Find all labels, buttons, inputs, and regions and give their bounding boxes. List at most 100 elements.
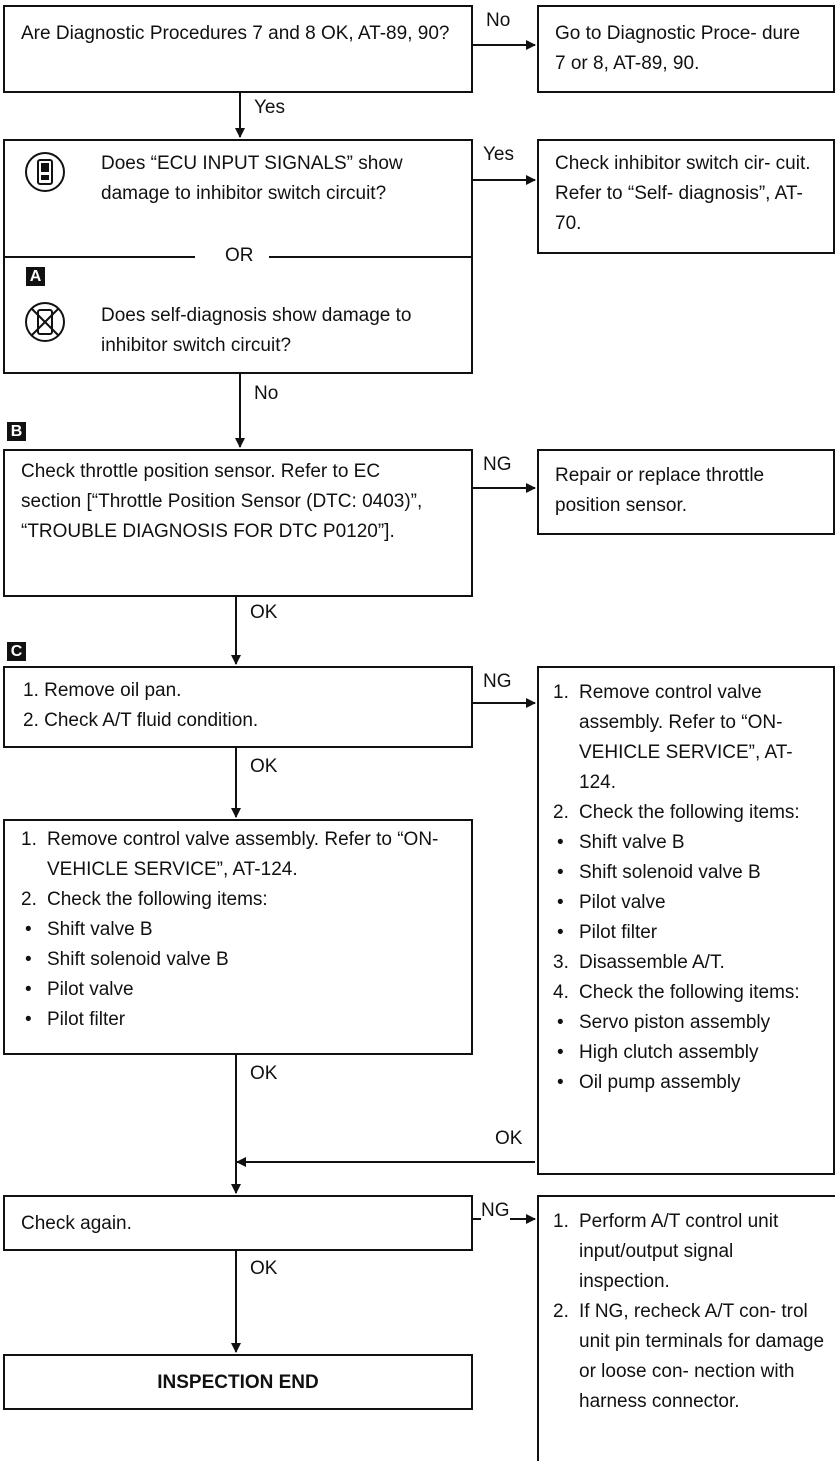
list-marker: • [557,1042,564,1063]
list-marker: • [25,1009,32,1030]
label-ok-6: OK [250,1258,278,1280]
result-text: Go to Diagnostic Proce- dure 7 or 8, AT-… [555,23,801,74]
list-item: • Servo piston assembly [553,1008,829,1038]
result-control-valve-disassembly: 1. Remove control valve assembly. Refer t… [537,666,835,1175]
list-marker: 1. [21,829,37,850]
list-text: Servo piston assembly [579,1012,771,1033]
label-ok-3: OK [250,602,278,624]
step-text: Are Diagnostic Procedures 7 and 8 OK, AT… [21,23,450,44]
list-marker: 2. [21,889,37,910]
label-no-2: No [254,383,279,405]
or-divider-label: OR [225,245,254,267]
list-item: 2. Check the following items: [553,798,829,828]
inspection-end-box: INSPECTION END [3,1354,473,1410]
list-item: • Pilot valve [21,975,461,1005]
result-text: Check inhibitor switch cir- cuit. Refer … [555,153,811,234]
list-text: Remove control valve assembly. Refer to … [579,682,793,793]
list-text: If NG, recheck A/T con- trol unit pin te… [579,1301,825,1412]
list-marker: • [25,919,32,940]
no-consult-tester-icon [24,301,66,343]
step-text: Check throttle position sensor. Refer to… [21,461,423,542]
list-item: • Shift solenoid valve B [21,945,461,975]
result-text: Repair or replace throttle position sens… [555,465,765,516]
label-ng-6: NG [481,1200,510,1222]
step-item-2: 2. Check A/T fluid condition. [23,710,259,731]
list-item: 3.Disassemble A/T. [553,948,829,978]
step-throttle-sensor-check: Check throttle position sensor. Refer to… [3,449,473,597]
list-text: High clutch assembly [579,1042,759,1063]
list-text: Check the following items: [47,889,268,910]
list-item: • High clutch assembly [553,1038,829,1068]
step-remove-control-valve: 1. Remove control valve assembly. Refer t… [3,819,473,1055]
label-ok-5: OK [250,1063,278,1085]
label-no-1: No [486,10,511,32]
list-marker: 1. [553,1211,569,1232]
list-item: 1. Remove control valve assembly. Refer t… [553,678,829,798]
list-text: Shift solenoid valve B [47,949,229,970]
label-yes-2: Yes [483,144,514,166]
result-list: 1. Remove control valve assembly. Refer t… [553,678,829,1098]
result-check-inhibitor-switch: Check inhibitor switch cir- cuit. Refer … [537,139,835,254]
list-text: Remove control valve assembly. Refer to … [47,829,439,880]
label-ng-3: NG [483,454,512,476]
list-text: Pilot filter [47,1009,126,1030]
label-ok-4: OK [250,756,278,778]
list-text: Check the following items: [579,982,800,1003]
list-text: Oil pump assembly [579,1072,741,1093]
inspection-end-label: INSPECTION END [157,1372,319,1393]
list-text: Pilot valve [579,892,666,913]
list-marker: • [557,862,564,883]
step-item-1: 1. Remove oil pan. [23,680,182,701]
list-text: Pilot valve [47,979,134,1000]
step-inhibitor-switch-question: Does “ECU INPUT SIGNALS” show damage to … [3,139,473,374]
list-item: • Pilot valve [553,888,829,918]
step-remove-oil-pan: 1. Remove oil pan. 2. Check A/T fluid co… [3,666,473,748]
list-item: • Shift valve B [553,828,829,858]
list-marker: 2. [553,1301,569,1322]
list-text: Pilot filter [579,922,658,943]
list-marker: 3. [553,952,569,973]
list-item: • Pilot filter [553,918,829,948]
list-text: Perform A/T control unit input/output si… [579,1211,779,1292]
list-item: • Oil pump assembly [553,1068,829,1098]
list-marker: 2. [553,802,569,823]
list-item: • Shift valve B [21,915,461,945]
list-item: 4. Check the following items: [553,978,829,1008]
label-ng-4: NG [483,671,512,693]
result-repair-throttle-sensor: Repair or replace throttle position sens… [537,449,835,535]
list-marker: 1. [553,682,569,703]
list-marker: • [557,1012,564,1033]
or-divider-line [269,256,471,258]
result-list: 1. Perform A/T control unit input/output … [553,1207,829,1417]
result-go-to-procedure: Go to Diagnostic Proce- dure 7 or 8, AT-… [537,5,835,93]
list-item: • Shift solenoid valve B [553,858,829,888]
question-self-diagnosis-text: Does self-diagnosis show damage to inhib… [101,305,412,356]
list-text: Shift valve B [47,919,153,940]
list-marker: 4. [553,982,569,1003]
step-tag-a: A [26,267,45,286]
list-marker: • [557,892,564,913]
list-marker: • [557,922,564,943]
step-list: 1. Remove control valve assembly. Refer t… [21,825,461,1035]
list-text: Shift valve B [579,832,685,853]
consult-tester-icon [24,151,66,193]
list-marker: • [25,979,32,1000]
list-text: Check the following items: [579,802,800,823]
step-tag-b: B [7,422,26,441]
step-text: Check again. [21,1213,132,1234]
step-tag-c: C [7,642,26,661]
step-check-again: Check again. [3,1195,473,1251]
list-item: 1. Perform A/T control unit input/output … [553,1207,829,1297]
list-item: 1. Remove control valve assembly. Refer t… [21,825,461,885]
list-text: Shift solenoid valve B [579,862,761,883]
label-ok-right: OK [495,1128,523,1150]
list-item: 2. If NG, recheck A/T con- trol unit pin … [553,1297,829,1417]
list-item: 2. Check the following items: [21,885,461,915]
list-marker: • [557,1072,564,1093]
list-marker: • [25,949,32,970]
list-marker: • [557,832,564,853]
step-diagnostic-procedures-question: Are Diagnostic Procedures 7 and 8 OK, AT… [3,5,473,93]
or-divider-line [5,256,195,258]
label-yes-1: Yes [254,97,285,119]
question-consult-text: Does “ECU INPUT SIGNALS” show damage to … [101,153,403,204]
